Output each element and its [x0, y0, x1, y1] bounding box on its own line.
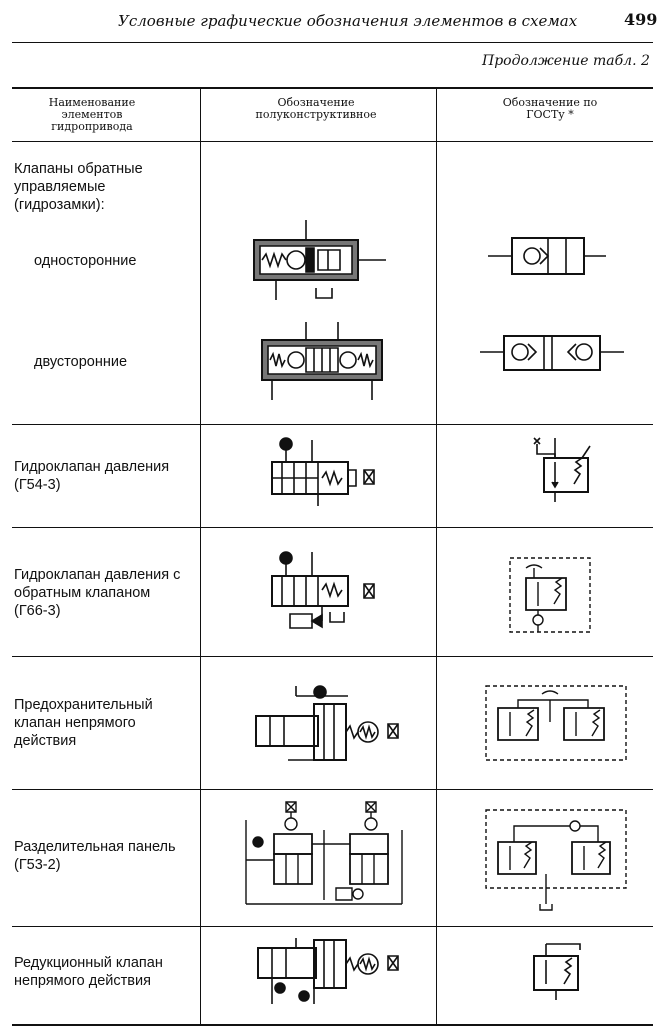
column-header-semi-constructive: Обозначение полуконструктивное: [255, 96, 377, 121]
row-name-pressure-valve: Гидроклапан давления (Г54-3): [14, 459, 170, 493]
row-name-separation-panel: Разделительная панель (Г53-2): [14, 839, 176, 873]
row-name-one-sided: односторонние: [34, 253, 137, 269]
column-header-gost: Обозначение по ГОСТу *: [502, 96, 598, 121]
reducing-valve-semi-symbol: [252, 934, 412, 1008]
relief-valve-semi-symbol: [248, 676, 408, 772]
row-divider: [12, 926, 653, 927]
row-name-pressure-valve-check: Гидроклапан давления с обратным клапаном…: [14, 567, 181, 619]
table-head-rule: [12, 141, 653, 142]
page-number: 499: [624, 10, 658, 29]
row-divider: [12, 656, 653, 657]
table-top-rule: [12, 87, 653, 89]
row-name-check-valves: Клапаны обратные управляемые (гидрозамки…: [14, 161, 143, 213]
column-header-name: Наименование элементов гидропривода: [48, 96, 136, 133]
reducing-valve-gost-symbol: [526, 938, 596, 1004]
pressure-valve-semi-symbol: [266, 434, 382, 512]
pressure-check-valve-semi-symbol: [266, 548, 384, 634]
pressure-valve-gost-symbol: [522, 432, 602, 504]
column-divider: [200, 88, 201, 1025]
relief-valve-gost-symbol: [484, 684, 630, 764]
row-name-two-sided: двусторонние: [34, 354, 128, 370]
row-name-reducing-valve: Редукционный клапан непрямого действия: [14, 955, 163, 989]
header-rule: [12, 42, 653, 43]
row-divider: [12, 789, 653, 790]
row-divider: [12, 527, 653, 528]
column-divider: [436, 88, 437, 1025]
table-bottom-rule: [12, 1024, 653, 1026]
two-sided-check-valve-gost-symbol: [478, 330, 626, 388]
separation-panel-semi-symbol: [242, 800, 408, 910]
pressure-check-valve-gost-symbol: [508, 556, 594, 636]
separation-panel-gost-symbol: [484, 808, 630, 912]
row-divider: [12, 424, 653, 425]
running-header-title: Условные графические обозначения элемент…: [118, 12, 578, 30]
one-sided-check-valve-semi-symbol: [248, 218, 398, 308]
two-sided-check-valve-semi-symbol: [256, 318, 392, 408]
row-name-relief-valve: Предохранительный клапан непрямого дейст…: [14, 697, 153, 749]
table-continuation: Продолжение табл. 2: [482, 53, 650, 69]
one-sided-check-valve-gost-symbol: [486, 228, 608, 286]
